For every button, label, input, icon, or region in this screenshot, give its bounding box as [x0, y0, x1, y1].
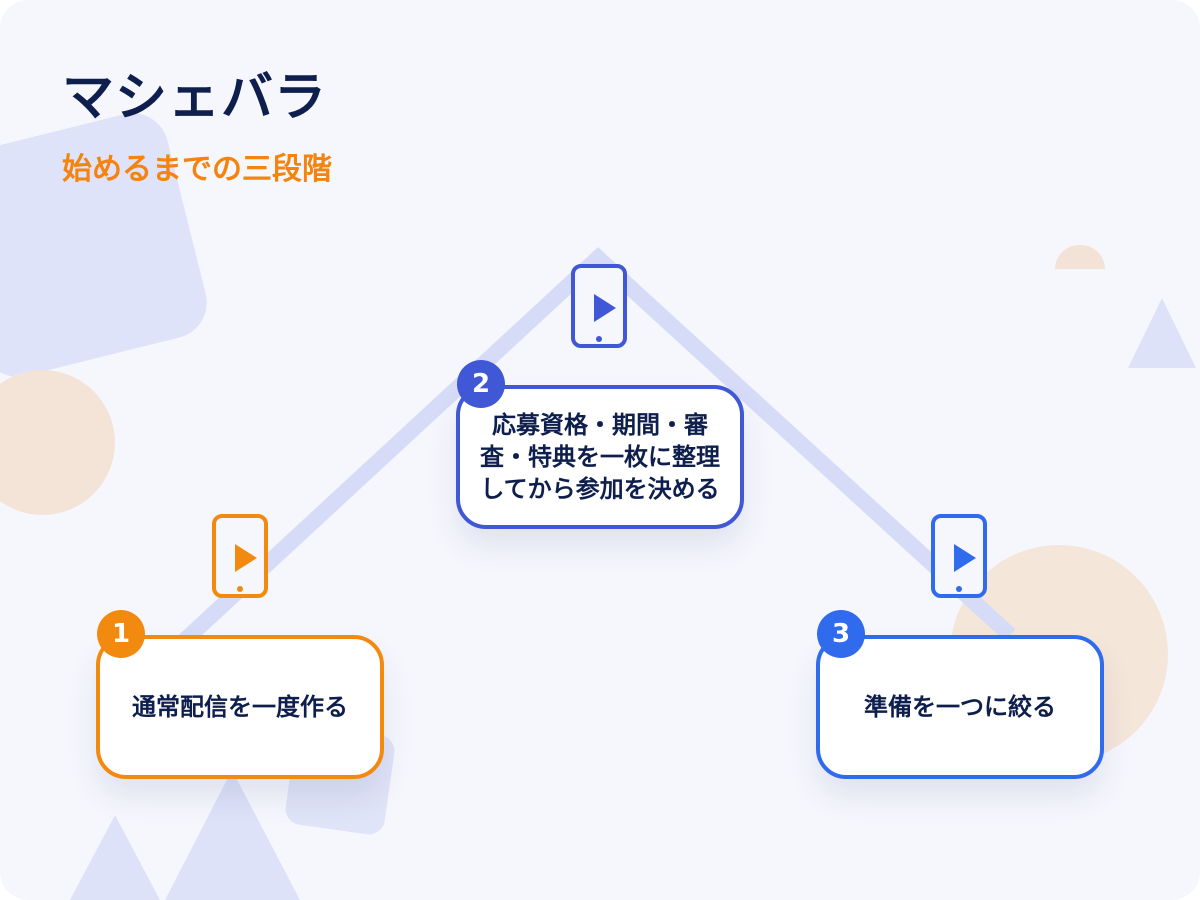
step-badge-3: 3 — [817, 610, 865, 658]
decor-circle-left — [0, 370, 115, 515]
page-subtitle: 始めるまでの三段階 — [62, 152, 332, 187]
decor-triangle-top-right — [1128, 298, 1196, 368]
video-device-icon — [571, 264, 627, 348]
device-dot-icon — [956, 586, 962, 592]
page-title: マシェバラ — [62, 68, 328, 128]
step-badge-1: 1 — [97, 610, 145, 658]
step-card-2: 応募資格・期間・審査・特典を一枚に整理してから参加を決める — [456, 385, 744, 529]
video-device-icon — [212, 514, 268, 598]
step-text-3: 準備を一つに絞る — [864, 693, 1056, 721]
play-icon — [235, 544, 257, 572]
step-text-2: 応募資格・期間・審査・特典を一枚に整理してから参加を決める — [480, 411, 720, 503]
device-dot-icon — [237, 586, 243, 592]
device-dot-icon — [596, 336, 602, 342]
step-badge-2: 2 — [457, 360, 505, 408]
play-icon — [594, 294, 616, 322]
step-card-1: 通常配信を一度作る — [96, 635, 384, 779]
decor-triangle-bottom-center — [165, 770, 300, 900]
video-device-icon — [931, 514, 987, 598]
step-card-3: 準備を一つに絞る — [816, 635, 1104, 779]
decor-triangle-bottom-left — [70, 815, 160, 900]
connector-line — [179, 247, 1016, 646]
step-text-1: 通常配信を一度作る — [132, 693, 348, 721]
play-icon — [954, 544, 976, 572]
